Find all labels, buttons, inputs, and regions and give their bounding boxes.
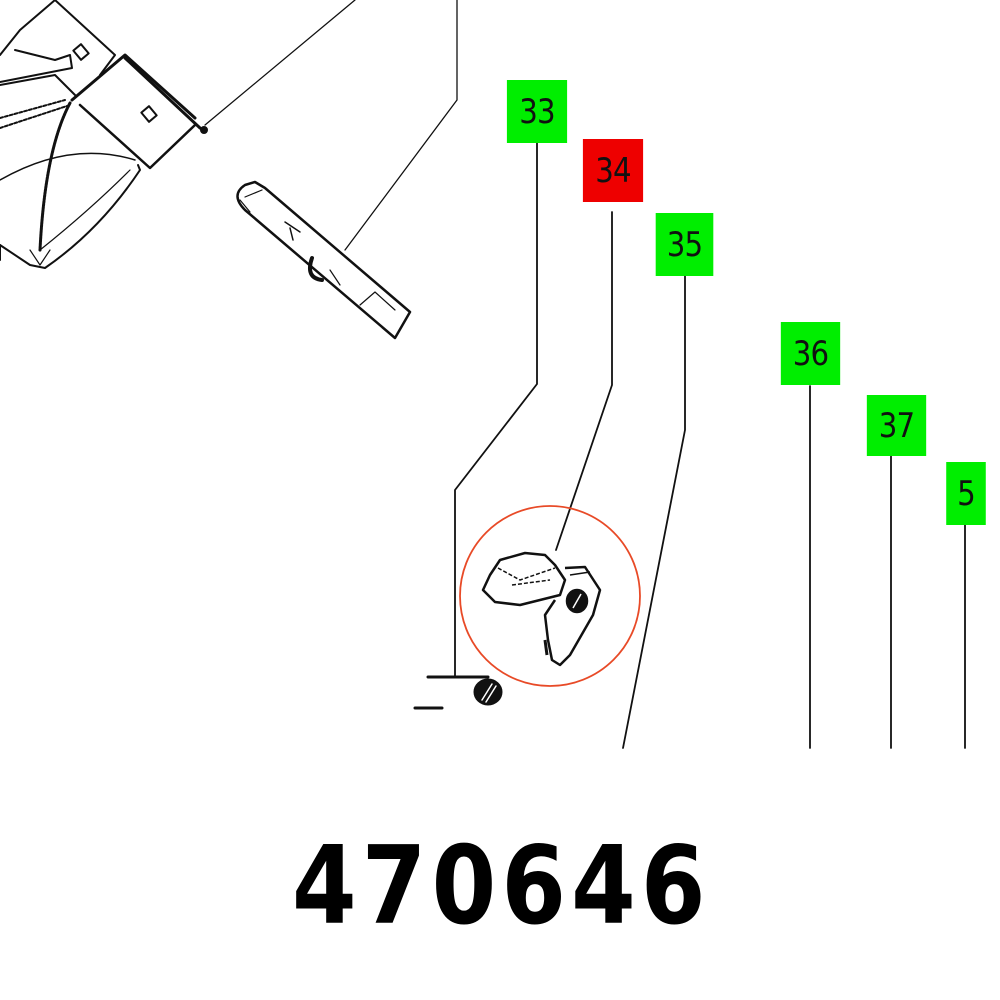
highlighted-part-34[interactable] <box>459 505 641 687</box>
housing-part-drawing <box>0 0 208 269</box>
callout-37[interactable]: 37 <box>866 395 927 456</box>
highlight-circle <box>459 505 641 687</box>
callout-33[interactable]: 33 <box>506 80 568 143</box>
pin-part-drawing <box>236 180 412 340</box>
callout-leader-lines <box>454 142 966 749</box>
leader-lines-upper <box>204 0 458 251</box>
part-number-label: 470646 <box>292 824 711 949</box>
callout-34[interactable]: 34 <box>582 139 644 202</box>
callout-5[interactable]: 5 <box>946 462 986 525</box>
screw-part-drawing <box>413 675 503 710</box>
callout-35[interactable]: 35 <box>655 213 714 276</box>
callout-36[interactable]: 36 <box>780 322 841 385</box>
